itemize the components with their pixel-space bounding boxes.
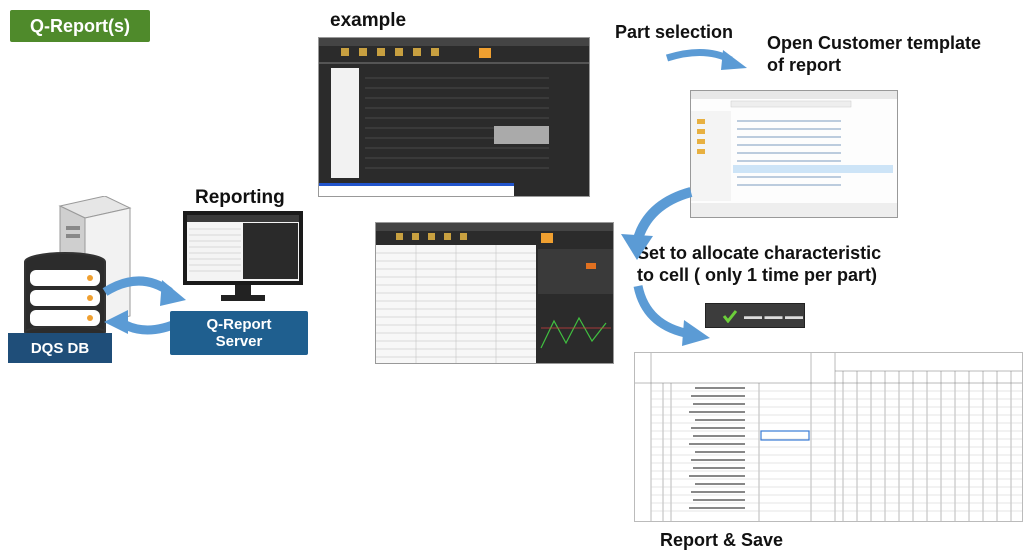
label-set-allocate: Set to allocate characteristic to cell (…	[637, 242, 881, 286]
monitor-icon	[183, 211, 303, 306]
allocate-screenshot	[375, 222, 614, 364]
arrow-part-selection	[665, 44, 750, 76]
confirm-button-text: ▬▬ ▬▬ ▬▬	[744, 310, 804, 321]
label-part-selection: Part selection	[615, 22, 734, 42]
allocate-confirm-button: ▬▬ ▬▬ ▬▬	[705, 303, 805, 328]
label-open-template-line2: of report	[767, 55, 841, 75]
arrow-to-allocate	[615, 186, 695, 262]
database-icon	[20, 252, 110, 338]
arrow-to-report	[632, 282, 712, 348]
checkmark-icon	[722, 309, 738, 323]
label-open-template-line1: Open Customer template	[767, 33, 982, 53]
label-report-save: Report & Save	[660, 530, 784, 550]
label-set-allocate-line2: to cell ( only 1 time per part)	[637, 265, 878, 285]
server-label-line2: Server	[215, 333, 263, 350]
server-label-line1: Q-Report	[206, 316, 272, 333]
report-spreadsheet-screenshot	[634, 352, 1023, 522]
label-open-template: Open Customer template of report	[767, 32, 981, 76]
title-badge: Q-Report(s)	[10, 10, 150, 42]
label-reporting: Reporting	[195, 187, 285, 208]
label-example: example	[330, 10, 407, 31]
q-report-server-box: Q-Report Server	[170, 311, 308, 355]
example-screenshot	[318, 37, 590, 197]
file-dialog-screenshot	[690, 90, 898, 218]
label-set-allocate-line1: Set to allocate characteristic	[637, 243, 882, 263]
dqs-db-label: DQS DB	[8, 333, 112, 363]
